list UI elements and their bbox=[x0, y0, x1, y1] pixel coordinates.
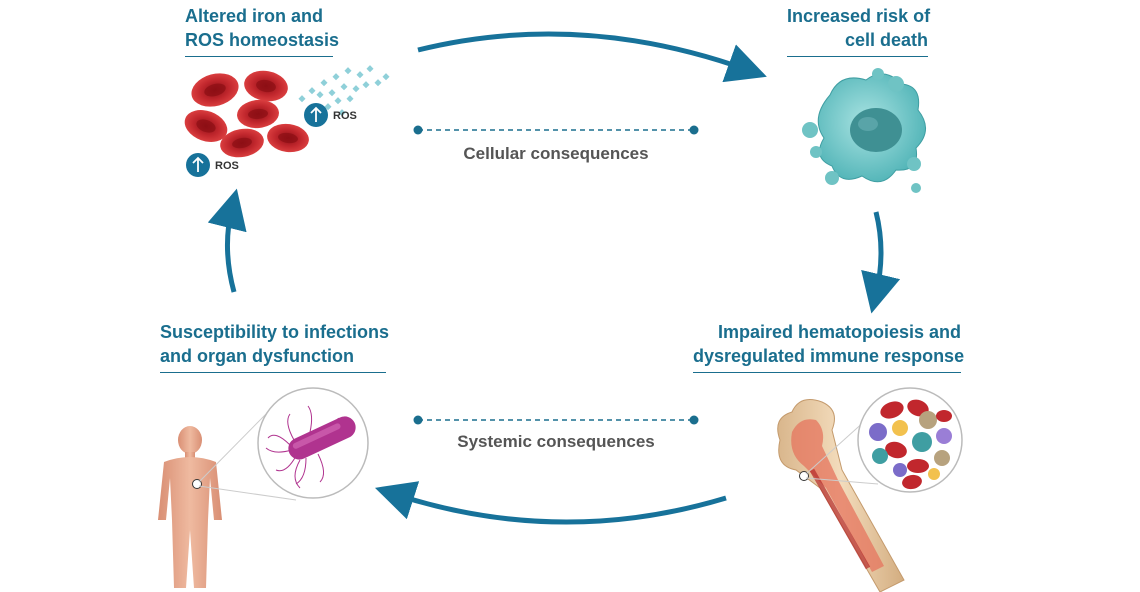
node-title-cell-death-line1: Increased risk of bbox=[787, 6, 931, 26]
bacteria-illustration bbox=[257, 387, 369, 499]
node-title-hematopoiesis: Impaired hematopoiesis and dysregulated … bbox=[693, 320, 965, 373]
arrow-bottom bbox=[374, 481, 727, 525]
bone-zoom-line-top bbox=[805, 419, 867, 475]
dying-cell-illustration bbox=[802, 68, 926, 193]
ros-label-2: ROS bbox=[215, 160, 239, 172]
bone-illustration bbox=[777, 399, 905, 592]
zoom-line-top bbox=[198, 409, 271, 483]
arrow-right bbox=[861, 211, 901, 314]
zoom-line-bottom bbox=[198, 485, 297, 501]
systemic-connector bbox=[413, 415, 699, 425]
bone-zoom-line-bottom bbox=[805, 477, 879, 485]
arrow-top bbox=[417, 31, 767, 83]
node-title-hematopoiesis-line2: dysregulated immune response bbox=[693, 346, 965, 366]
systemic-consequences-label: Systemic consequences bbox=[457, 432, 655, 451]
bone-marrow-cells-illustration bbox=[857, 387, 963, 493]
red-blood-cells-illustration bbox=[184, 70, 309, 158]
node-title-altered-iron: Altered iron and ROS homeostasis bbox=[185, 4, 340, 57]
human-body-illustration bbox=[158, 426, 222, 588]
node-title-altered-iron-line2: ROS homeostasis bbox=[185, 30, 340, 50]
node-title-hematopoiesis-line1: Impaired hematopoiesis and bbox=[717, 322, 961, 342]
cellular-consequences-label: Cellular consequences bbox=[463, 144, 649, 163]
arrow-left bbox=[207, 188, 247, 293]
node-title-cell-death: Increased risk of cell death bbox=[787, 4, 931, 57]
node-title-cell-death-line2: cell death bbox=[844, 30, 928, 50]
ros-up-badge-2: ROS bbox=[186, 153, 239, 177]
cellular-connector bbox=[413, 125, 699, 135]
node-title-altered-iron-line1: Altered iron and bbox=[185, 6, 324, 26]
ros-particles bbox=[298, 65, 390, 117]
ros-label-1: ROS bbox=[333, 110, 357, 122]
node-title-infections-line1: Susceptibility to infections bbox=[160, 322, 390, 342]
node-title-infections: Susceptibility to infections and organ d… bbox=[160, 320, 390, 373]
node-title-infections-line2: and organ dysfunction bbox=[160, 346, 355, 366]
ros-up-badge-1: ROS bbox=[304, 103, 357, 127]
